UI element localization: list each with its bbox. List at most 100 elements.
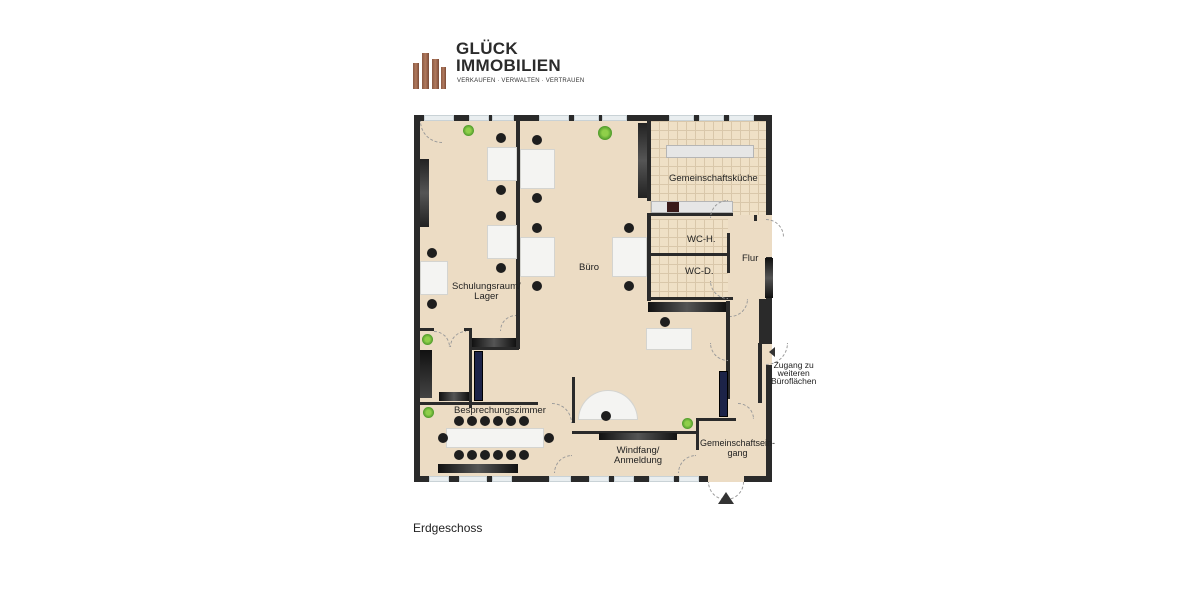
wall-windfang-top bbox=[572, 431, 698, 434]
chair bbox=[493, 416, 503, 426]
chair bbox=[660, 317, 670, 327]
window bbox=[602, 115, 627, 121]
door-swing bbox=[434, 331, 450, 347]
door-swing bbox=[420, 121, 442, 143]
window bbox=[539, 115, 569, 121]
logo-building-icon bbox=[432, 59, 439, 89]
door-swing bbox=[710, 343, 728, 361]
flur-wall-right bbox=[759, 299, 772, 344]
chair bbox=[438, 433, 448, 443]
shelf bbox=[638, 123, 647, 198]
window bbox=[469, 115, 489, 121]
chair bbox=[532, 135, 542, 145]
outer-wall-right-top bbox=[766, 115, 772, 215]
chair bbox=[544, 433, 554, 443]
wall-besprechung-right bbox=[572, 377, 575, 423]
chair bbox=[601, 411, 611, 421]
chair bbox=[480, 416, 490, 426]
wall-kitchen-bottom bbox=[647, 213, 733, 216]
flur-wardrobe bbox=[765, 258, 773, 298]
plant-icon bbox=[598, 126, 612, 140]
desk-single bbox=[646, 328, 692, 350]
room-label-windfang-line1: Windfang/ bbox=[616, 445, 660, 456]
chair bbox=[454, 450, 464, 460]
desk-cluster bbox=[487, 147, 517, 181]
room-label-besprechung: Besprechungszimmer bbox=[454, 405, 546, 416]
kitchen-floor bbox=[650, 121, 766, 215]
wall-flur-right-inner bbox=[754, 215, 757, 221]
room-label-eingang-line1: Gemeinschaftsein- bbox=[700, 438, 776, 448]
chair bbox=[467, 416, 477, 426]
outer-wall-right-bottom bbox=[766, 365, 772, 482]
access-label-line2: weiteren bbox=[777, 368, 810, 378]
door-swing bbox=[730, 299, 748, 317]
desk-cluster bbox=[487, 225, 517, 259]
wall-wc-flur bbox=[727, 233, 730, 273]
chair bbox=[624, 281, 634, 291]
outer-wall-bottom-right bbox=[744, 476, 772, 482]
plant-icon bbox=[422, 334, 433, 345]
window bbox=[549, 476, 571, 482]
shelf bbox=[472, 338, 516, 347]
door-swing bbox=[500, 315, 516, 331]
wall-archive-left bbox=[516, 337, 520, 349]
window bbox=[492, 115, 514, 121]
chair bbox=[496, 263, 506, 273]
file-cabinet bbox=[474, 351, 483, 401]
desk-cluster bbox=[420, 261, 448, 295]
plant-icon bbox=[423, 407, 434, 418]
access-label: Zugang zu weiteren Büroflächen bbox=[771, 360, 816, 386]
window bbox=[574, 115, 599, 121]
wall-eingang-top bbox=[696, 418, 736, 421]
room-label-kitchen: Gemeinschaftsküche bbox=[669, 173, 758, 184]
room-label-schulung-line2: Lager bbox=[474, 291, 499, 302]
shelf bbox=[599, 433, 677, 440]
shelf bbox=[648, 302, 726, 312]
company-logo: GLÜCK IMMOBILIEN VERKAUFEN · VERWALTEN ·… bbox=[413, 31, 584, 89]
window bbox=[699, 115, 724, 121]
kitchen-island bbox=[666, 145, 754, 158]
window bbox=[679, 476, 699, 482]
desk-cluster bbox=[520, 237, 555, 277]
chair bbox=[506, 416, 516, 426]
stove-icon bbox=[667, 202, 679, 212]
window bbox=[429, 476, 449, 482]
wall-wc-left bbox=[647, 213, 651, 301]
chair bbox=[427, 299, 437, 309]
logo-tagline: VERKAUFEN · VERWALTEN · VERTRAUEN bbox=[457, 78, 585, 84]
access-arrow-icon bbox=[769, 347, 775, 357]
room-label-windfang: Windfang/ Anmeldung bbox=[614, 446, 662, 466]
logo-building-icon bbox=[441, 67, 446, 89]
chair bbox=[496, 185, 506, 195]
logo-building-icon bbox=[422, 53, 429, 89]
wall-flur-lower-right bbox=[758, 343, 762, 403]
wall-windfang-right bbox=[696, 420, 699, 450]
chair bbox=[454, 416, 464, 426]
window bbox=[492, 476, 512, 482]
chair bbox=[532, 223, 542, 233]
wall-wc-bottom bbox=[647, 297, 733, 300]
desk-cluster bbox=[520, 149, 555, 189]
floor-plan: Gemeinschaftsküche WC-H. WC-D. Flur Büro… bbox=[414, 115, 788, 500]
chair bbox=[496, 211, 506, 221]
chair bbox=[496, 133, 506, 143]
room-label-eingang-line2: gang bbox=[727, 448, 748, 458]
plant-icon bbox=[463, 125, 474, 136]
plant-icon bbox=[682, 418, 693, 429]
room-label-wc-h: WC-H. bbox=[687, 234, 716, 245]
chair bbox=[480, 450, 490, 460]
room-label-schulung: Schulungsraum/ Lager bbox=[452, 282, 521, 302]
chair bbox=[519, 416, 529, 426]
room-label-eingang: Gemeinschaftsein- gang bbox=[700, 438, 775, 458]
access-label-line1: Zugang zu bbox=[773, 360, 814, 370]
shelf bbox=[420, 159, 429, 227]
chair bbox=[506, 450, 516, 460]
wall-wc-middle bbox=[650, 253, 730, 256]
door-swing bbox=[738, 403, 754, 419]
floor-caption: Erdgeschoss bbox=[413, 521, 483, 535]
wall-schulung-buero bbox=[516, 121, 520, 341]
chair bbox=[624, 223, 634, 233]
entrance-arrow-icon bbox=[718, 492, 734, 504]
wall-archive-top bbox=[469, 347, 519, 350]
wall-schulung-bottom2 bbox=[464, 328, 470, 331]
